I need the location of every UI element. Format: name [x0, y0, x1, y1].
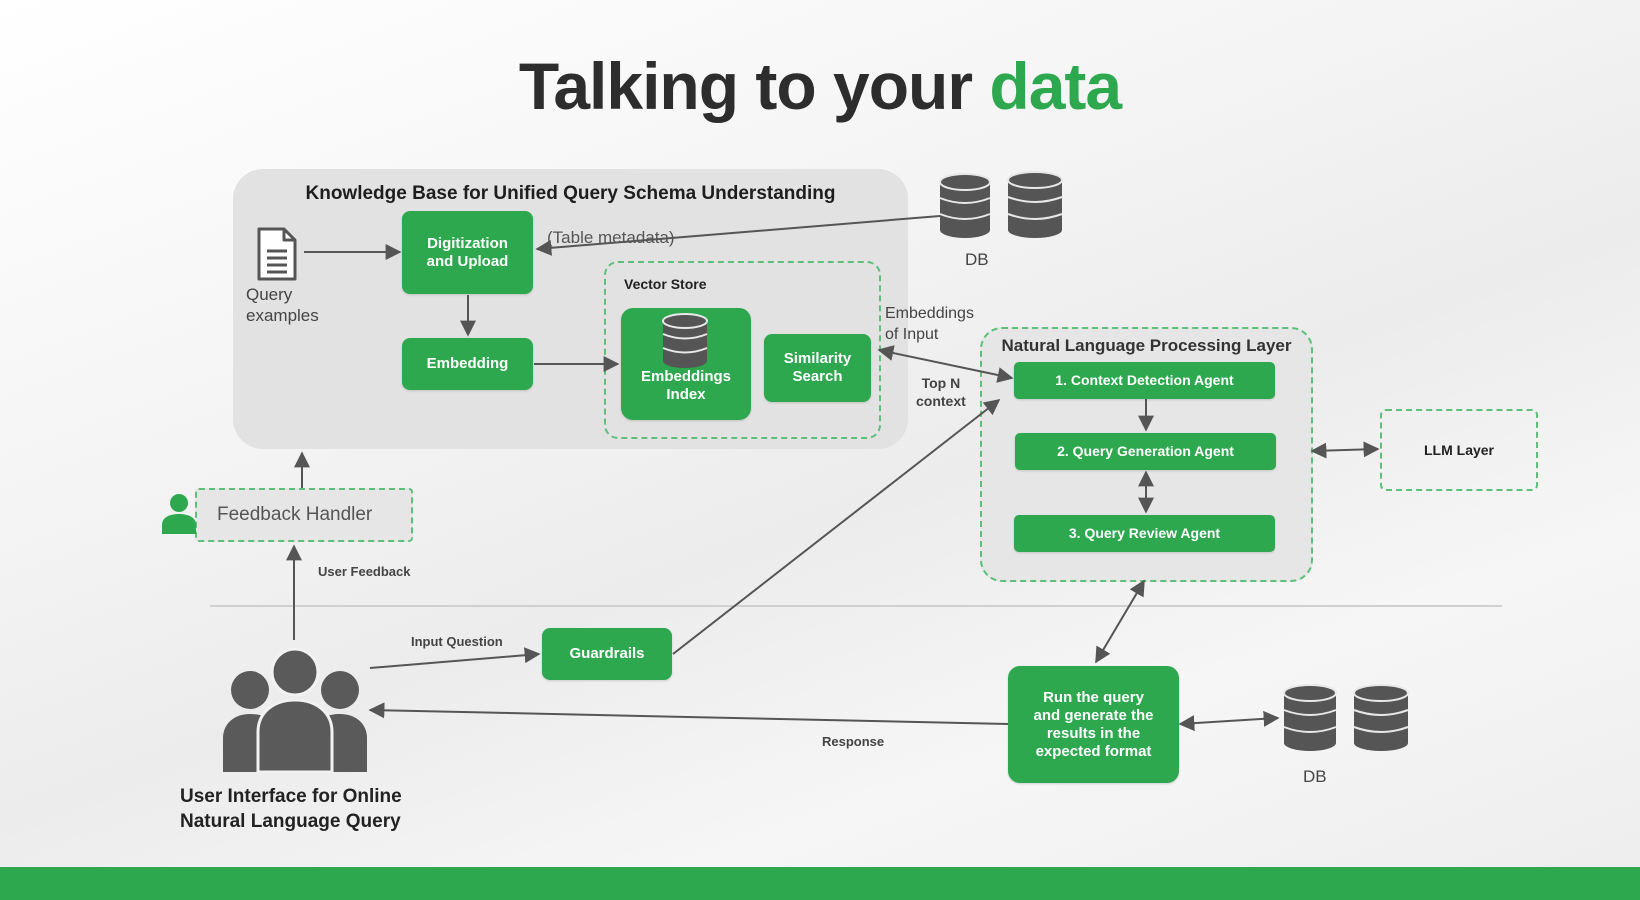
user-interface-label: User Interface for Online Natural Langua…: [180, 784, 402, 834]
database-icon-3: [1283, 684, 1337, 751]
query-examples-line-1: Query: [246, 285, 293, 304]
embeddings-index-line-2: Index: [666, 386, 706, 403]
arrow-similarity-to-context: [877, 345, 1014, 383]
database-icon: [939, 173, 991, 238]
database-icon-4: [1353, 684, 1409, 751]
document-icon: [257, 227, 297, 281]
embeddings-of-input-label: Embeddings of Input: [885, 303, 974, 345]
arrow-nlp-to-llm: [1310, 441, 1380, 459]
section-divider: [210, 605, 1502, 607]
embeddings-database-icon: [662, 313, 708, 368]
knowledge-base-panel: [233, 169, 908, 449]
feedback-handler-box: Feedback Handler: [195, 488, 413, 542]
top-n-line-2: context: [916, 393, 966, 409]
arrow-db-to-digitization: [535, 215, 941, 256]
embeddings-index-line-1: Embeddings: [640, 368, 731, 385]
agent-2-label: 2. Query Generation Agent: [1057, 443, 1234, 460]
user-interface-line-2: Natural Language Query: [180, 811, 401, 832]
input-question-label: Input Question: [411, 634, 503, 649]
arrow-response-to-users: [368, 702, 1009, 725]
query-examples-label: Query examples: [246, 284, 319, 326]
similarity-search-line-1: Similarity: [783, 350, 852, 367]
embedding-label: Embedding: [426, 355, 509, 372]
response-label: Response: [822, 734, 885, 749]
arrow-users-to-guardrails: [369, 647, 541, 669]
guardrails-label: Guardrails: [569, 645, 645, 662]
users-group-icon: [223, 648, 367, 773]
run-query-line-2: and generate the: [1033, 706, 1154, 724]
run-query-box: Run the query and generate the results i…: [1008, 666, 1179, 783]
agent-1-box: 1. Context Detection Agent: [1014, 362, 1275, 399]
title-main: Talking to your: [518, 49, 990, 123]
run-query-line-1: Run the query: [1043, 688, 1144, 706]
knowledge-base-title: Knowledge Base for Unified Query Schema …: [305, 183, 836, 204]
digitization-line-1: Digitization: [427, 234, 508, 252]
vector-store-title: Vector Store: [624, 276, 707, 292]
person-icon: [162, 494, 196, 534]
agent-3-box: 3. Query Review Agent: [1014, 515, 1275, 552]
similarity-search-line-2: Search: [792, 368, 843, 385]
page-title: Talking to your data: [0, 48, 1640, 124]
db-top-label: DB: [965, 250, 989, 269]
user-interface-line-1: User Interface for Online: [180, 786, 402, 807]
run-query-line-3: results in the: [1046, 724, 1141, 742]
query-examples-line-2: examples: [246, 306, 319, 325]
nlp-layer-title: Natural Language Processing Layer: [1001, 336, 1292, 355]
embedding-box: Embedding: [402, 338, 533, 390]
feedback-handler-label: Feedback Handler: [217, 504, 373, 525]
db-bottom-label: DB: [1303, 767, 1327, 786]
arrow-run-query-to-db: [1178, 710, 1280, 732]
llm-layer-label: LLM Layer: [1423, 442, 1494, 458]
database-icon-2: [1007, 171, 1063, 238]
title-accent: data: [989, 49, 1122, 123]
arrow-guardrails-to-nlp: [672, 399, 1001, 655]
user-feedback-label: User Feedback: [318, 564, 411, 579]
digitization-line-2: and Upload: [426, 252, 509, 270]
embeddings-of-input-line-2: of Input: [885, 326, 939, 343]
table-metadata-label: (Table metadata): [547, 228, 675, 247]
llm-layer-box: LLM Layer: [1380, 409, 1538, 491]
guardrails-box: Guardrails: [542, 628, 672, 680]
embeddings-of-input-line-1: Embeddings: [885, 305, 974, 322]
run-query-line-4: expected format: [1035, 742, 1152, 760]
agent-1-label: 1. Context Detection Agent: [1055, 372, 1234, 389]
arrow-nlp-to-run-query: [1095, 579, 1145, 664]
agent-3-label: 3. Query Review Agent: [1068, 525, 1221, 542]
agent-2-box: 2. Query Generation Agent: [1015, 433, 1276, 470]
footer-bar: [0, 867, 1640, 900]
